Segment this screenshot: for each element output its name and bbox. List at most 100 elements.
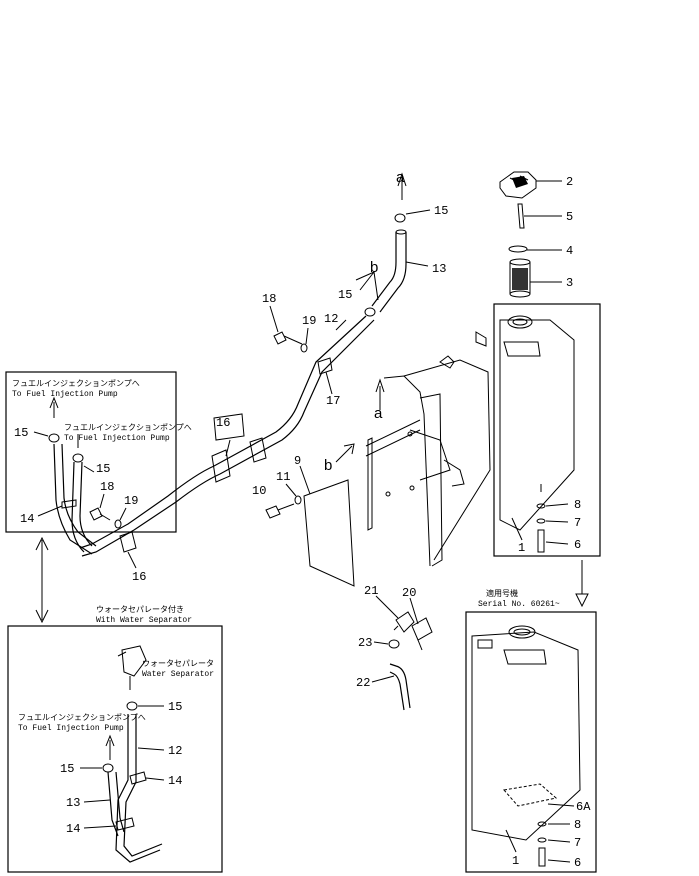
- leader-ws-13: [83, 799, 111, 803]
- callout-8: 8: [574, 498, 581, 512]
- clamp-17: [317, 357, 333, 375]
- arrow-to-serial: [575, 560, 589, 608]
- callout-left-19: 19: [124, 494, 138, 508]
- callout-20: 20: [402, 586, 416, 600]
- callout-3: 3: [566, 276, 573, 290]
- callout-ws-15: 15: [168, 700, 182, 714]
- leader-15-top: [405, 209, 431, 215]
- leader-serial-1: [505, 829, 517, 853]
- clamp-16-center: [211, 437, 267, 483]
- fitting-21: [393, 611, 415, 633]
- clamp-16-left: [119, 531, 137, 553]
- callout-15-top: 15: [434, 204, 448, 218]
- caption-fuel-pump-en-3: To Fuel Injection Pump: [18, 724, 124, 733]
- bolt-18-left: [89, 507, 111, 521]
- leader-11: [285, 483, 297, 497]
- detail-frame-left-top: [5, 371, 177, 533]
- callout-22: 22: [356, 676, 370, 690]
- leader-23: [373, 641, 389, 645]
- leader-serial-6a: [547, 803, 575, 807]
- leader-9: [299, 465, 311, 495]
- arrow-a-mid: [375, 378, 385, 410]
- pin-5: [517, 203, 525, 229]
- leader-left-18: [99, 493, 105, 509]
- callout-left-14: 14: [20, 512, 34, 526]
- arrow-b-mid: [335, 443, 355, 463]
- arrow-a-top: [397, 172, 407, 200]
- leader-22: [371, 675, 395, 683]
- leader-ws-14a: [145, 777, 165, 781]
- caption-fuel-pump-en-2: To Fuel Injection Pump: [64, 434, 170, 443]
- callout-16: 16: [216, 416, 230, 430]
- detail-frame-water-separator: [7, 625, 223, 873]
- leader-6: [545, 541, 569, 545]
- tank-bracket: [365, 331, 491, 567]
- fuel-tank-main: [499, 315, 575, 531]
- marker-b-mid: b: [324, 457, 332, 474]
- callout-serial-8: 8: [574, 818, 581, 832]
- callout-10: 10: [252, 484, 266, 498]
- leader-ws-14b: [83, 825, 117, 829]
- clamp-15-ws-a: [126, 701, 138, 711]
- caption-fuel-pump-jp-2: フュエルインジェクションポンプへ: [64, 423, 192, 433]
- callout-left-15b: 15: [96, 462, 110, 476]
- callout-17: 17: [326, 394, 340, 408]
- clamp-15-top: [394, 213, 406, 223]
- callout-ws-14b: 14: [66, 822, 80, 836]
- callout-7: 7: [574, 516, 581, 530]
- callout-15-mid: 15: [338, 288, 352, 302]
- caption-fuel-pump-en-1: To Fuel Injection Pump: [12, 390, 118, 399]
- leader-13: [405, 261, 429, 267]
- clamp-14-ws-a: [129, 771, 147, 785]
- marker-a-top: a: [396, 169, 405, 186]
- washer-8-serial: [537, 821, 547, 827]
- hose-22: [389, 663, 411, 711]
- leader-serial-6: [547, 859, 571, 863]
- bolt-18-upper: [273, 331, 303, 345]
- callout-ws-15b: 15: [60, 762, 74, 776]
- callout-left-16: 16: [132, 570, 146, 584]
- leader-7: [545, 520, 569, 523]
- callout-19: 19: [302, 314, 316, 328]
- callout-23: 23: [358, 636, 372, 650]
- caption-fuel-pump-jp-1: フュエルインジェクションポンプへ: [12, 379, 140, 389]
- leader-left-15a: [33, 431, 49, 437]
- bolt-6-serial: [538, 847, 546, 867]
- callout-5: 5: [566, 210, 573, 224]
- callout-serial-1: 1: [512, 854, 519, 868]
- callout-ws-13: 13: [66, 796, 80, 810]
- caption-serial-en: Serial No. 60261~: [478, 600, 560, 609]
- marker-a-mid: a: [374, 405, 383, 422]
- caption-water-sep-en: With Water Separator: [96, 616, 192, 625]
- arrow-fuel-pump-1: [49, 396, 59, 418]
- callout-ws-14a: 14: [168, 774, 182, 788]
- bolt-6-group: [536, 484, 546, 553]
- fuel-tank-serial: [471, 625, 581, 841]
- tank-detail-frame: [493, 303, 601, 557]
- strainer-3: [509, 258, 531, 298]
- o-ring-4: [508, 245, 528, 253]
- hose-13: [371, 229, 407, 313]
- caption-water-sep-part-en: Water Separator: [142, 670, 214, 679]
- callout-4: 4: [566, 244, 573, 258]
- leader-8: [545, 503, 569, 507]
- leader-left-19: [119, 507, 127, 521]
- clamp-15-ws-b: [102, 763, 114, 773]
- serial-detail-frame: [465, 611, 597, 873]
- leader-ws-12: [137, 747, 165, 751]
- fuel-cap: [499, 171, 537, 199]
- callout-6: 6: [574, 538, 581, 552]
- leader-left-14: [37, 505, 63, 517]
- washer-19-left: [114, 519, 122, 529]
- caption-water-sep-part-jp: ウォータセパレータ: [142, 659, 214, 669]
- leader-21: [375, 595, 399, 619]
- leader-1: [511, 517, 523, 541]
- washer-11: [294, 495, 302, 505]
- callout-11: 11: [276, 470, 290, 484]
- caption-fuel-pump-jp-3: フュエルインジェクションポンプへ: [18, 713, 146, 723]
- callout-1: 1: [518, 541, 525, 555]
- callout-left-15a: 15: [14, 426, 28, 440]
- callout-9: 9: [294, 454, 301, 468]
- water-separator: [117, 645, 147, 690]
